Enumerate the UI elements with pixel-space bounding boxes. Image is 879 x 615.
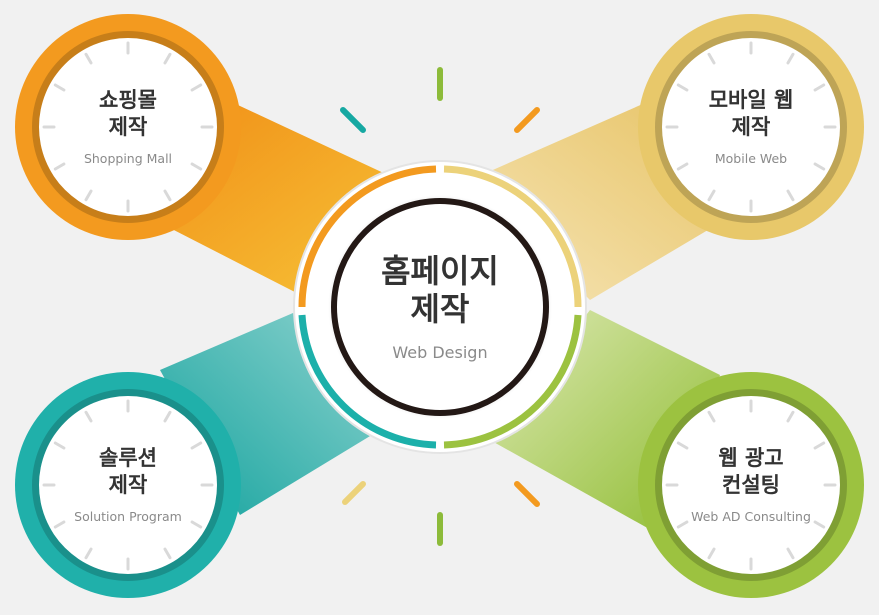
clock-tick [786,547,795,560]
clock-tick [676,520,689,529]
clock-tick [190,520,203,529]
node-mobile-web: 모바일 웹제작 Mobile Web [638,14,864,240]
clock-tick [813,520,826,529]
node-title-line2: 컨설팅 [722,473,780,497]
node-subtitle: Solution Program [74,509,182,524]
clock-tick [84,547,93,560]
clock-tick [163,410,172,423]
clock-tick [707,410,716,423]
node-subtitle: Shopping Mall [84,151,172,166]
node-face [39,396,217,574]
clock-tick [163,547,172,560]
node-title-line2: 제작 [109,473,148,497]
clock-tick [707,52,716,65]
center-subtitle: Web Design [392,343,487,362]
clock-tick [813,441,826,450]
node-title-line1: 솔루션 [99,446,157,470]
clock-tick [53,441,66,450]
clock-tick [163,189,172,202]
node-face [39,38,217,216]
node-face [662,396,840,574]
clock-tick [676,162,689,171]
clock-tick [163,52,172,65]
node-title-line1: 모바일 웹 [709,88,794,112]
dash-bottom-right [514,481,540,507]
clock-tick [813,83,826,92]
clock-tick [190,83,203,92]
dash-top-right [514,107,540,133]
node-subtitle: Web AD Consulting [691,509,811,524]
clock-tick [190,162,203,171]
node-face [662,38,840,216]
node-title-line2: 제작 [732,115,771,139]
dash-bottom-left [342,481,366,505]
clock-tick [84,52,93,65]
node-title-line1: 웹 광고 [718,446,783,470]
clock-tick [813,162,826,171]
center-title-line2: 제작 [411,290,470,328]
clock-tick [707,189,716,202]
clock-tick [53,162,66,171]
node-title-line1: 쇼핑몰 [99,88,157,112]
clock-tick [786,52,795,65]
clock-tick [676,441,689,450]
center-node: 홈페이지 제작 Web Design [293,160,587,454]
clock-tick [190,441,203,450]
dash-top-left [340,107,366,133]
clock-tick [84,189,93,202]
node-title-line2: 제작 [109,115,148,139]
center-title-line1: 홈페이지 [381,252,499,290]
clock-tick [707,547,716,560]
clock-tick [786,410,795,423]
clock-tick [84,410,93,423]
node-subtitle: Mobile Web [715,151,787,166]
clock-tick [53,520,66,529]
clock-tick [676,83,689,92]
clock-tick [53,83,66,92]
clock-tick [786,189,795,202]
